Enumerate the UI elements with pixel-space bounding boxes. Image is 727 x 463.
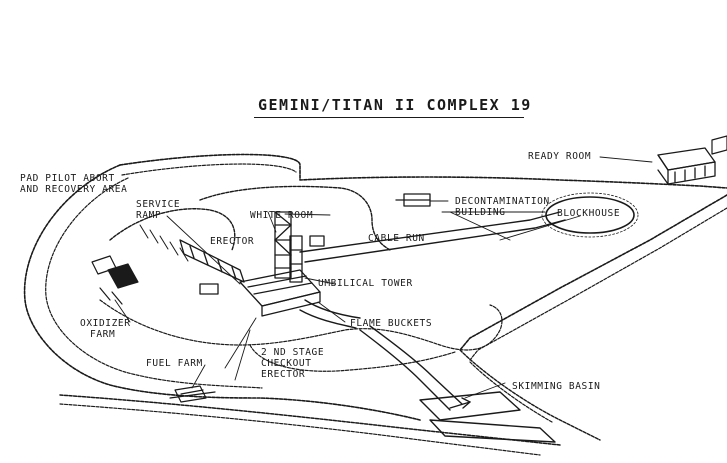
label-second-stage-2: CHECKOUT xyxy=(261,358,312,369)
launch-structure xyxy=(179,211,325,317)
label-umbilical-tower: UMBILICAL TOWER xyxy=(318,278,413,289)
skimming-channel xyxy=(359,329,451,411)
title-underline xyxy=(254,117,524,118)
label-pad-pilot-abort-2: AND RECOVERY AREA xyxy=(20,184,128,195)
label-cable-run: CABLE RUN xyxy=(368,233,425,244)
label-second-stage-1: 2 ND STAGE xyxy=(261,347,325,358)
blockhouse-shape xyxy=(545,196,635,234)
label-service-1: SERVICE xyxy=(136,199,181,210)
label-flame-buckets: FLAME BUCKETS xyxy=(350,318,433,329)
label-skimming-basin: SKIMMING BASIN xyxy=(512,381,601,392)
label-white-room: WHITE ROOM xyxy=(250,210,314,221)
label-decontamination-1: DECONTAMINATION xyxy=(455,196,550,207)
south-road xyxy=(59,394,561,446)
east-road xyxy=(459,194,727,351)
west-perimeter xyxy=(23,164,421,421)
label-erector: ERECTOR xyxy=(210,236,255,247)
diagram-title: GEMINI/TITAN II COMPLEX 19 xyxy=(258,96,532,114)
label-oxidizer-1: OXIDIZER xyxy=(80,318,131,329)
label-pad-pilot-abort-1: PAD PILOT ABORT xyxy=(20,173,115,184)
label-ready-room: READY ROOM xyxy=(528,151,592,162)
label-service-2: RAMP xyxy=(136,210,162,221)
oxidizer-farm-shape xyxy=(91,255,139,305)
cable-run xyxy=(299,211,561,253)
flame-trench xyxy=(304,299,361,319)
leader-lines xyxy=(114,156,653,399)
decontamination-building xyxy=(395,193,431,207)
fuel-farm-shape xyxy=(169,385,216,403)
inner-road xyxy=(199,185,391,251)
hatching xyxy=(139,224,189,262)
ready-room-building xyxy=(657,147,716,185)
perimeter-road xyxy=(119,153,727,189)
label-blockhouse: BLOCKHOUSE xyxy=(557,208,621,219)
label-fuel-farm: FUEL FARM xyxy=(146,358,203,369)
label-oxidizer-2: FARM xyxy=(90,329,116,340)
label-second-stage-3: ERECTOR xyxy=(261,369,306,380)
label-decontamination-2: BUILDING xyxy=(455,207,506,218)
